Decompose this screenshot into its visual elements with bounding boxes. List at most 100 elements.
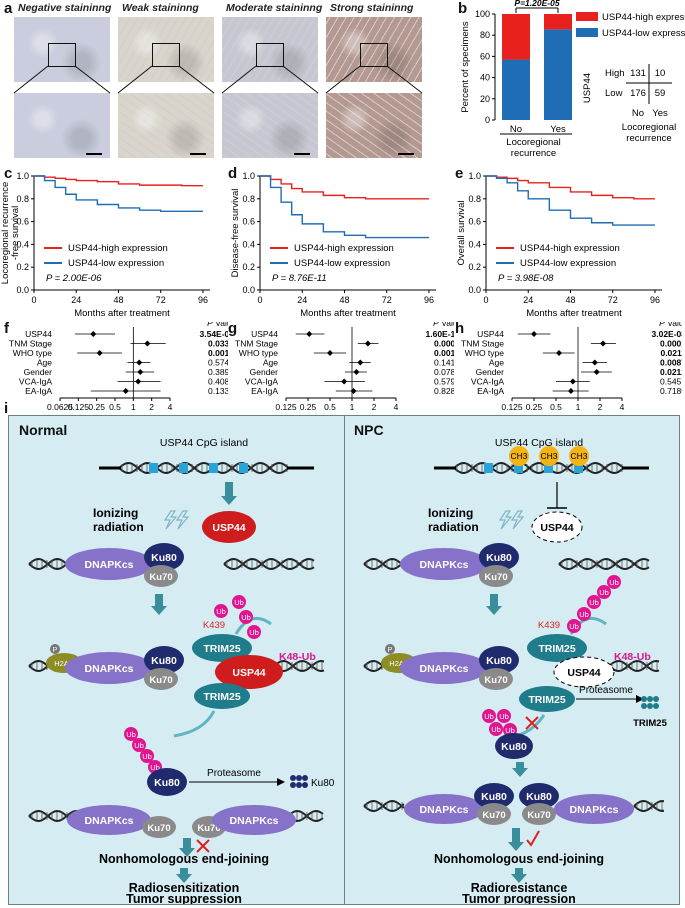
x-tick-label: 48	[565, 295, 575, 305]
ku80-label: Ku80	[486, 655, 512, 667]
dna-backbone	[273, 660, 325, 673]
normal-title: Normal	[19, 422, 68, 438]
usp44-absent	[553, 656, 615, 688]
covariate-label: TNM Stage	[461, 339, 504, 349]
ubiquitin-label: Ub	[599, 588, 609, 597]
bar-segment	[502, 59, 530, 120]
degraded-fragment	[653, 696, 659, 702]
hazard-ratio-point	[364, 340, 371, 347]
survival-curve	[34, 175, 203, 213]
ubiquitin-label: Ub	[505, 726, 515, 735]
ku80-label: Ku80	[481, 791, 507, 803]
staining-title: Weak staininng	[122, 2, 199, 14]
k439-label: K439	[203, 620, 225, 631]
table-col-title: Locoregional	[622, 122, 676, 133]
y-tick-label: 0.0	[468, 285, 481, 295]
cpg-site	[574, 463, 583, 473]
km-curve-lrfs: Locoregional recurrence-free survival0.0…	[0, 171, 210, 318]
connector-line	[221, 65, 257, 94]
ubiquitin-label: Ub	[484, 712, 494, 721]
survival-curve	[260, 175, 429, 239]
hazard-ratio-point	[90, 331, 97, 337]
connector-line	[117, 65, 153, 94]
hazard-ratio-point	[569, 378, 576, 385]
x-axis-label: Months after treatment	[74, 308, 170, 318]
hazard-ratio-point	[600, 340, 607, 347]
dna-backbone	[558, 558, 650, 571]
cpg-island-dna	[118, 461, 290, 475]
ku70	[144, 565, 178, 587]
ubiquitin	[482, 709, 496, 723]
zoom-connector	[117, 65, 215, 94]
panel-label-i: i	[4, 400, 9, 417]
nhej-label: Nonhomologous end-joining	[99, 852, 269, 866]
blocked-mark	[525, 716, 539, 730]
covariate-label: WHO type	[13, 348, 52, 358]
ku80-label: Ku80	[151, 655, 177, 667]
trim25	[192, 634, 252, 662]
outcome-label: Radioresistance	[471, 881, 568, 895]
staining-zoom-image	[326, 93, 422, 158]
ubiquitin	[239, 610, 253, 624]
dna-backbone	[453, 461, 625, 475]
panel-label-e: e	[455, 165, 464, 182]
connector-line	[282, 65, 319, 94]
p-value-header: value	[216, 322, 228, 328]
dnapkcs	[65, 652, 153, 684]
x-tick-label: 2	[149, 402, 154, 412]
ubiquitin-label: Ub	[150, 763, 160, 772]
ku70-label: Ku70	[484, 572, 507, 583]
ku80	[144, 543, 184, 571]
staining-overview-image	[14, 17, 110, 82]
dnapkcs	[554, 794, 634, 824]
active-mark	[526, 830, 540, 847]
y-tick-label: 40	[480, 73, 490, 83]
staining-title: Strong staininng	[330, 2, 414, 14]
ubiquitin	[497, 709, 511, 723]
ubiquitin	[597, 585, 611, 599]
p-value: 0.0211	[660, 348, 682, 358]
connector-line	[74, 65, 111, 94]
ku80-label: Ku80	[501, 741, 527, 753]
ku80-ubiquitinated	[147, 768, 187, 796]
x-tick-label: 1	[576, 402, 581, 412]
dna-break-left	[363, 799, 405, 813]
connector-line	[386, 65, 423, 94]
ubiquitin	[567, 619, 581, 633]
x-tick-label: 0.25	[300, 402, 317, 412]
ku80-label: Ku80	[151, 552, 177, 564]
covariate-label: USP44	[251, 329, 278, 339]
npc-title: NPC	[354, 422, 384, 438]
covariate-label: TNM Stage	[235, 339, 278, 349]
table-row-label: High	[605, 68, 625, 79]
pathway-arrow	[508, 828, 524, 851]
p-value: 0.5457	[660, 377, 682, 387]
ubiquitin	[132, 738, 146, 752]
cpg-site	[239, 463, 248, 473]
x-axis-label: Months after treatment	[300, 308, 396, 318]
bar-segment	[544, 14, 572, 30]
covariate-label: WHO type	[239, 348, 278, 358]
dna-backbone	[608, 659, 660, 672]
ubiquitin	[214, 604, 228, 618]
blocked-mark	[196, 839, 210, 853]
panel-label-g: g	[228, 320, 238, 337]
x-tick-label: 0.125	[68, 402, 90, 412]
covariate-label: Gender	[250, 367, 279, 377]
y-tick-label: 1.0	[16, 171, 29, 181]
dna-break-right	[223, 557, 315, 571]
x-tick-label: 0.25	[526, 402, 543, 412]
h2ax-label: H2AX	[54, 659, 74, 668]
connector-line	[13, 65, 49, 94]
p-value: 0.5795	[434, 377, 454, 387]
p-value-annotation: P = 3.98E-08	[498, 273, 554, 284]
staining-zoom-image	[14, 93, 110, 158]
ku80	[144, 646, 184, 674]
methyl-group	[569, 446, 589, 466]
dnapkcs-label: DNAPKcs	[419, 559, 468, 571]
h2ax-label: H2AX	[389, 659, 409, 668]
p-value: 0.8285	[434, 386, 454, 396]
x-tick-label: 2	[598, 402, 603, 412]
p-value-header: P	[659, 322, 665, 328]
